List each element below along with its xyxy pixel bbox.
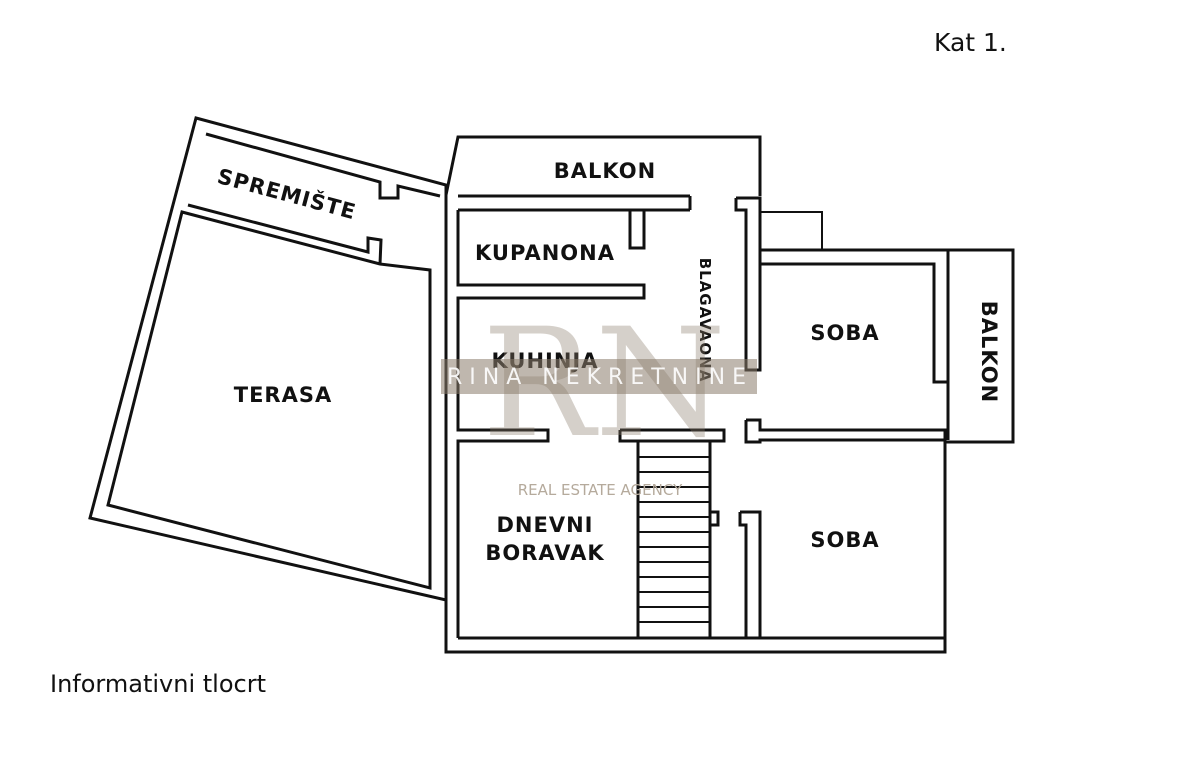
room-label-kupaonica: KUPANONA <box>475 241 615 265</box>
watermark-tagline: REAL ESTATE AGENCY <box>518 481 683 499</box>
room-label-balkon-top: BALKON <box>554 159 656 183</box>
room-label-dnevni: DNEVNI <box>497 513 594 537</box>
room-label-blagavaona: BLAGAVAONA <box>696 258 714 383</box>
room-label-soba-lower: SOBA <box>810 528 879 552</box>
room-label-terasa: TERASA <box>234 383 332 407</box>
room-label-soba-upper: SOBA <box>810 321 879 345</box>
staircase <box>638 456 710 623</box>
plan-caption: Informativni tlocrt <box>50 670 266 698</box>
watermark-name: RINA NEKRETNINE <box>447 365 753 390</box>
room-label-spremiste: SPREMIŠTE <box>215 163 359 224</box>
agency-watermark: RN RINA NEKRETNINE REAL ESTATE AGENCY <box>441 297 757 499</box>
floor-heading: Kat 1. <box>934 28 1007 57</box>
watermark-band <box>441 359 757 394</box>
room-label-balkon-right: BALKON <box>977 301 1001 403</box>
room-label-boravak: BORAVAK <box>485 541 604 565</box>
